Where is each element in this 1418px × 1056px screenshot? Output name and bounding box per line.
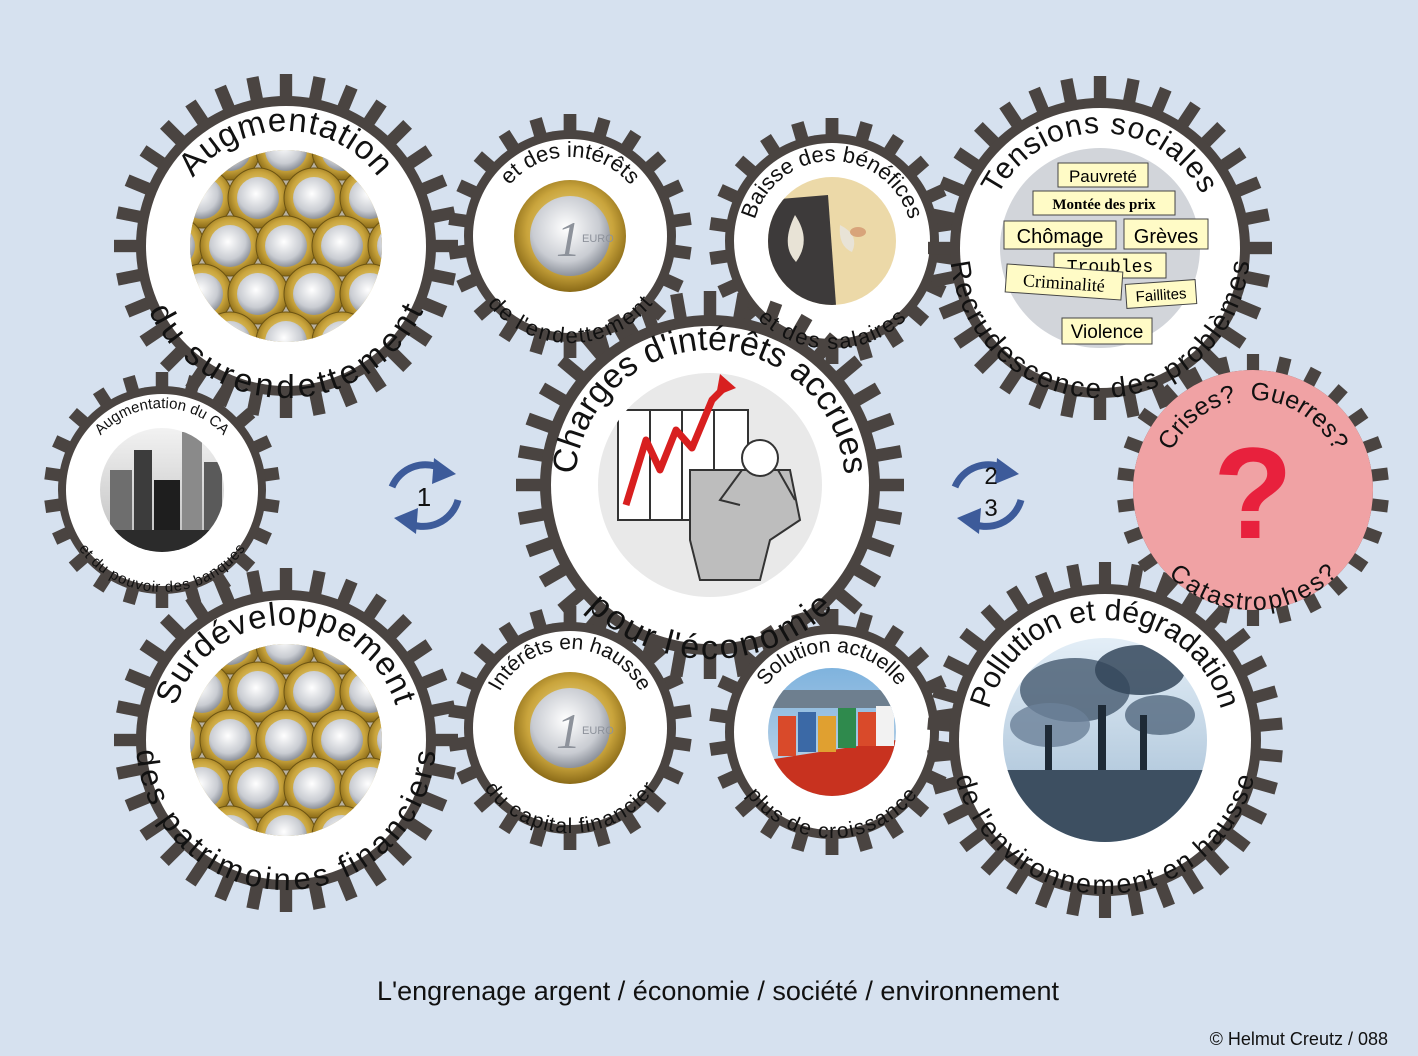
gear-tooth [279, 568, 293, 596]
gear-tooth [1098, 562, 1112, 590]
gear-tooth [114, 239, 142, 253]
gear-tooth [670, 645, 688, 678]
svg-text:Pauvreté: Pauvreté [1069, 167, 1137, 186]
rising-chart-office-image [598, 373, 822, 597]
empty-pockets-image [768, 177, 896, 305]
euro-coin-center [321, 225, 363, 267]
gear-tooth [114, 733, 142, 747]
gear-tooth [279, 74, 293, 102]
euro-coin-center [321, 719, 363, 761]
gear-tooth [1253, 747, 1283, 763]
euro-coin-center [237, 273, 279, 315]
container-ship-image [768, 668, 896, 796]
svg-text:Violence: Violence [1071, 322, 1144, 343]
gear-tooth [279, 884, 293, 912]
euro-coin [367, 709, 382, 771]
euro-coin-center [265, 321, 307, 342]
gear-tooth [279, 390, 293, 418]
euro-coin [255, 311, 317, 342]
cycle-2-3: 2 3 [951, 458, 1025, 534]
question-mark-icon: ? [1213, 420, 1292, 566]
euro-coin-center [209, 719, 251, 761]
gear-tooth [670, 292, 688, 325]
tag-greves: Grèves [1123, 218, 1209, 250]
gear-mid-right: ? Crises? Guerres? Catastrophes? [1133, 370, 1373, 616]
euro-coin-center [237, 671, 279, 713]
gear-tooth [927, 717, 957, 733]
euro-coin-image: 1 EURO [514, 180, 626, 292]
euro-coin-center [293, 767, 335, 809]
euro-coin [255, 644, 317, 675]
svg-text:EURO: EURO [582, 725, 614, 737]
gear-tooth [927, 747, 957, 763]
euro-coin [367, 215, 382, 277]
tag-violence: Violence [1061, 317, 1153, 345]
svg-text:1: 1 [556, 211, 581, 267]
svg-text:Chômage: Chômage [1017, 226, 1104, 248]
gear-tooth [870, 445, 903, 463]
gear-tooth [1244, 241, 1272, 255]
gear-tooth [1253, 717, 1283, 733]
svg-text:Montée des prix: Montée des prix [1052, 197, 1156, 213]
euro-coin-center [237, 177, 279, 219]
euro-coin-center [293, 177, 335, 219]
cycle-3-label: 3 [984, 495, 997, 522]
alert-face [1133, 370, 1373, 610]
cycle-1-label: 1 [417, 482, 431, 512]
euro-coin-center [265, 644, 307, 665]
euro-coin [255, 150, 317, 181]
gear-tooth [1098, 890, 1112, 918]
gear-tooth [703, 291, 717, 321]
euro-coin [255, 805, 317, 836]
gear-tooth [870, 507, 903, 525]
smoking-factory-image [1003, 638, 1207, 842]
gear-tooth [928, 241, 956, 255]
svg-text:Faillites: Faillites [1135, 285, 1187, 306]
euro-coin-center [265, 225, 307, 267]
copyright-notice: © Helmut Creutz / 088 [1210, 1029, 1388, 1049]
tag-montee-des-prix: Montée des prix [1032, 190, 1176, 216]
tag-pauvrete: Pauvreté [1057, 162, 1149, 188]
svg-text:Grèves: Grèves [1134, 226, 1198, 248]
svg-text:1: 1 [556, 703, 581, 759]
gear-tooth [874, 478, 904, 492]
tag-criminalite: Criminalité [1004, 263, 1124, 301]
euro-coin-center [209, 225, 251, 267]
euro-coin-center [265, 150, 307, 171]
tag-faillites: Faillites [1124, 279, 1198, 309]
cycle-1: 1 [388, 458, 462, 534]
gear-tooth [1093, 392, 1107, 420]
gear-tooth [1093, 76, 1107, 104]
euro-coin-center [237, 767, 279, 809]
euro-coin-center [293, 273, 335, 315]
gear-tooth [517, 445, 550, 463]
euro-coin-center [293, 671, 335, 713]
euro-coin-center [265, 719, 307, 761]
gear-tooth [703, 649, 717, 679]
tag-list: Pauvreté Montée des prix Chômage Grèves … [1003, 162, 1209, 345]
gear-tooth [732, 292, 750, 325]
cycle-2-label: 2 [984, 463, 997, 490]
svg-text:EURO: EURO [582, 233, 614, 245]
diagram-caption: L'engrenage argent / économie / société … [377, 976, 1060, 1006]
euro-coin-image-2: 1 EURO [514, 672, 626, 784]
tag-chomage: Chômage [1003, 220, 1117, 250]
euro-coin-center [265, 815, 307, 836]
skyscrapers-image [100, 428, 224, 552]
gear-tooth [517, 507, 550, 525]
gear-tooth [516, 478, 546, 492]
